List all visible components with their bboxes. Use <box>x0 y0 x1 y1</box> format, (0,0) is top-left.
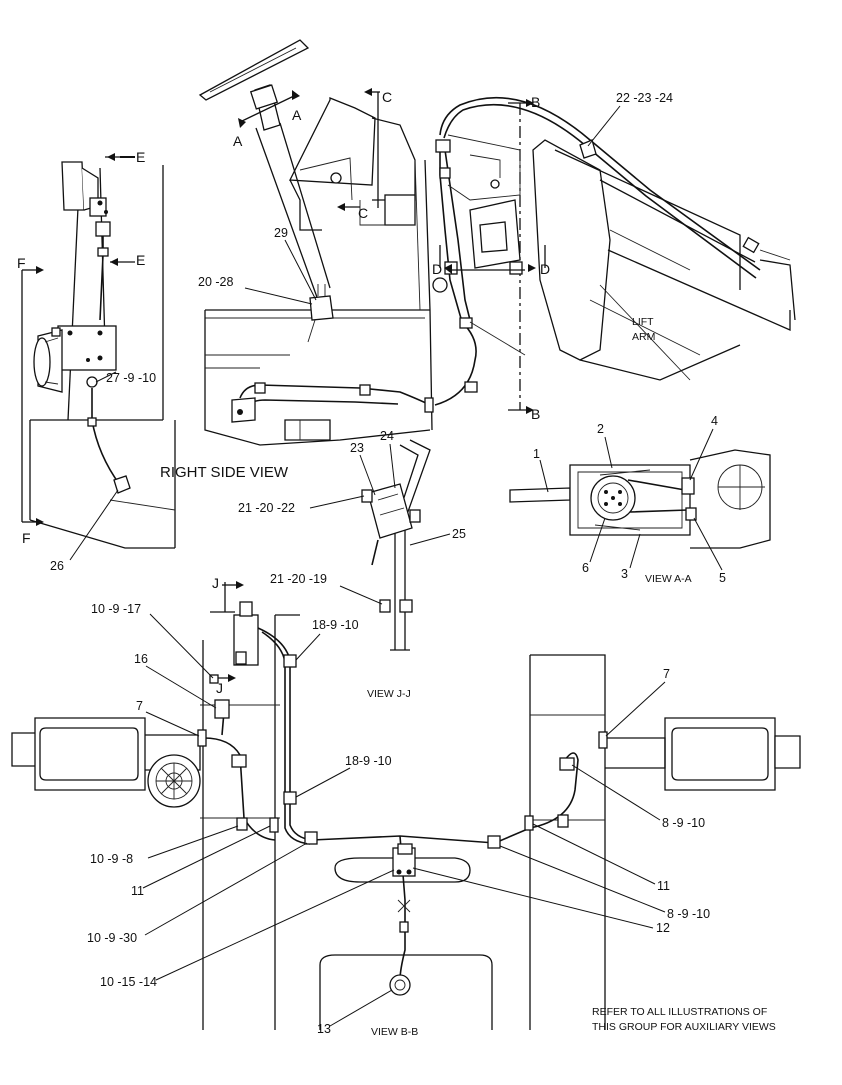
section-mark-c-bottom: C <box>358 205 368 221</box>
section-mark-j-top: J <box>212 575 219 591</box>
callout-12: 12 <box>656 921 670 935</box>
callout-13: 13 <box>317 1022 331 1036</box>
view-title-right-side: RIGHT SIDE VIEW <box>160 464 289 481</box>
view-b-b <box>11 581 801 1030</box>
view-column-right-side <box>21 153 176 549</box>
callout-23: 23 <box>350 441 364 455</box>
label-arm: ARM <box>632 331 655 343</box>
section-mark-e-bottom: E <box>136 252 145 268</box>
section-mark-f-bottom: F <box>22 530 31 546</box>
section-mark-j-bottom: J <box>216 680 223 696</box>
callout-29: 29 <box>274 226 288 240</box>
callout-10-9-8: 10 -9 -8 <box>90 852 133 866</box>
callout-21-20-22: 21 -20 -22 <box>238 501 295 515</box>
section-mark-d-right: D <box>540 261 550 277</box>
callout-4: 4 <box>711 414 718 428</box>
section-mark-a-left: A <box>233 133 243 149</box>
callout-26: 26 <box>50 559 64 573</box>
callout-2: 2 <box>597 422 604 436</box>
callout-18-9-10-top: 18-9 -10 <box>312 618 359 632</box>
section-mark-a-right: A <box>292 107 302 123</box>
callout-20-28: 20 -28 <box>198 275 233 289</box>
view-bracket-detail <box>361 439 431 651</box>
callout-8-9-10-a: 8 -9 -10 <box>662 816 705 830</box>
callout-22-23-24: 22 -23 -24 <box>616 91 673 105</box>
callout-1: 1 <box>533 447 540 461</box>
callout-10-9-17: 10 -9 -17 <box>91 602 141 616</box>
callout-10-9-30: 10 -9 -30 <box>87 931 137 945</box>
callout-18-9-10-mid: 18-9 -10 <box>345 754 392 768</box>
callout-24: 24 <box>380 429 394 443</box>
callout-8-9-10-b: 8 -9 -10 <box>667 907 710 921</box>
section-mark-d-left: D <box>432 261 442 277</box>
callout-3: 3 <box>621 567 628 581</box>
callout-11-right: 11 <box>657 879 670 893</box>
section-mark-f-top: F <box>17 255 26 271</box>
callout-6: 6 <box>582 561 589 575</box>
view-a-a <box>509 449 771 549</box>
callout-27-9-10: 27 -9 -10 <box>106 371 156 385</box>
note-line-2: THIS GROUP FOR AUXILIARY VIEWS <box>592 1021 776 1033</box>
callout-11-left: 11 <box>131 884 144 898</box>
callout-7-right: 7 <box>663 667 670 681</box>
callout-7-left: 7 <box>136 699 143 713</box>
view-title-a-a: VIEW A-A <box>645 573 692 585</box>
section-mark-b-bottom: B <box>531 406 540 422</box>
view-cab-right-side <box>198 39 796 446</box>
callout-25: 25 <box>452 527 466 541</box>
label-lift: LIFT <box>632 316 654 328</box>
section-mark-b-top: B <box>531 94 540 110</box>
note-line-1: REFER TO ALL ILLUSTRATIONS OF <box>592 1006 767 1018</box>
callout-10-15-14: 10 -15 -14 <box>100 975 157 989</box>
section-mark-e-top: E <box>136 149 145 165</box>
callout-21-20-19: 21 -20 -19 <box>270 572 327 586</box>
callout-5: 5 <box>719 571 726 585</box>
callout-16: 16 <box>134 652 148 666</box>
view-title-j-j: VIEW J-J <box>367 688 411 700</box>
section-mark-c-top: C <box>382 89 392 105</box>
view-title-b-b: VIEW B-B <box>371 1026 418 1038</box>
